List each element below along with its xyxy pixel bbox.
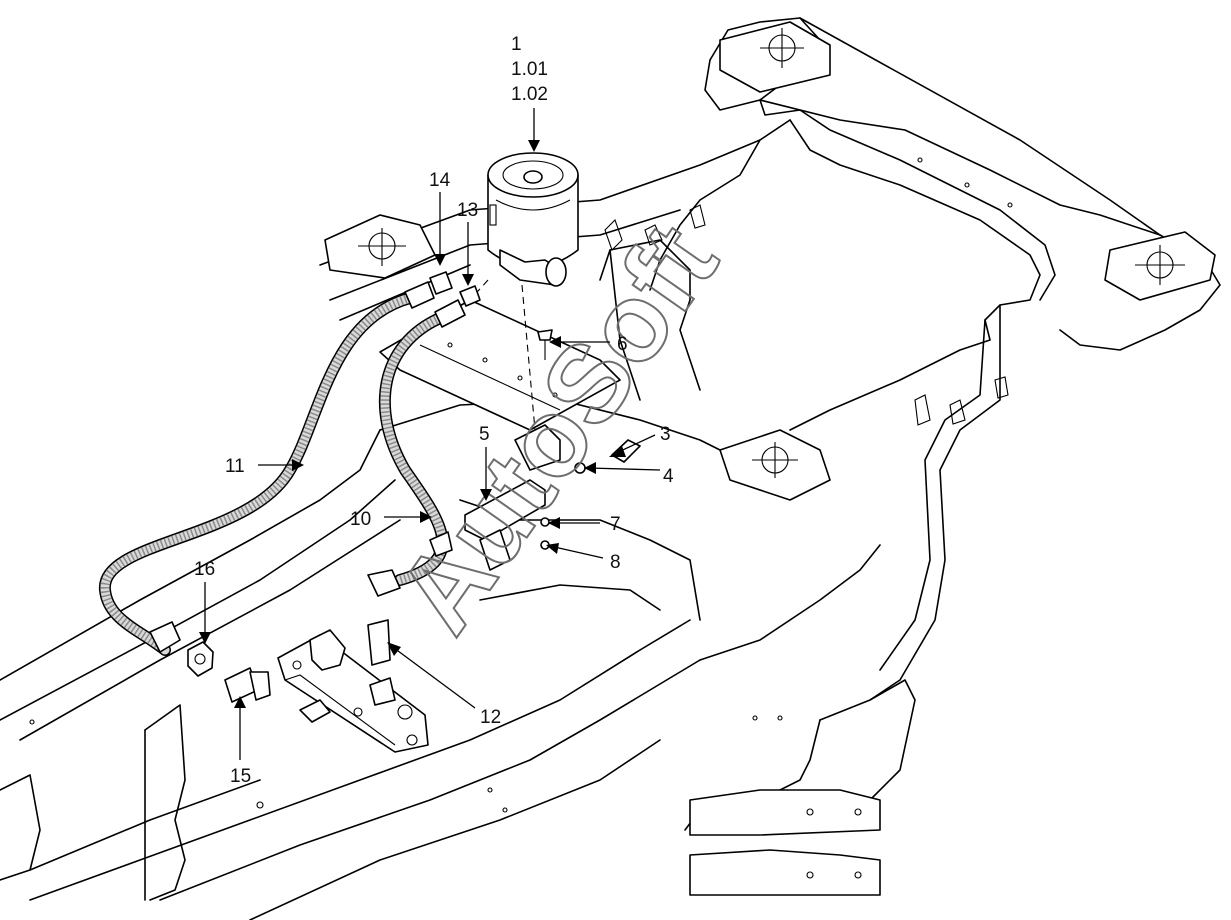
label-1: 1: [511, 34, 522, 55]
label-3: 3: [660, 424, 671, 445]
part-labels: 1 1.01 1.02 3 4 5 6 7 8 10 11 12 13 14 1…: [194, 34, 674, 787]
mount-front-left: [324, 214, 436, 279]
label-4: 4: [663, 466, 674, 487]
frame-mounts: [324, 21, 1216, 501]
label-13: 13: [457, 200, 478, 221]
label-16: 16: [194, 559, 215, 580]
reservoir: [487, 152, 579, 287]
label-1-02: 1.02: [511, 84, 548, 105]
label-7: 7: [610, 514, 621, 535]
mounting-rail: [379, 299, 621, 571]
label-5: 5: [479, 424, 490, 445]
fittings: [149, 271, 641, 753]
mount-rear-right: [1104, 231, 1216, 301]
label-14: 14: [429, 170, 451, 191]
label-15: 15: [230, 766, 251, 787]
mount-rear-left: [719, 21, 831, 93]
label-6: 6: [617, 334, 628, 355]
label-8: 8: [610, 552, 621, 573]
label-12: 12: [480, 707, 501, 728]
label-10: 10: [350, 509, 371, 530]
hose-11: [99, 292, 416, 656]
label-1-01: 1.01: [511, 59, 548, 80]
alignment-line: [521, 284, 536, 431]
leader-lines: [199, 108, 661, 760]
label-11: 11: [225, 456, 245, 477]
mount-front-right: [719, 429, 831, 501]
alignment-line-2: [469, 279, 489, 301]
